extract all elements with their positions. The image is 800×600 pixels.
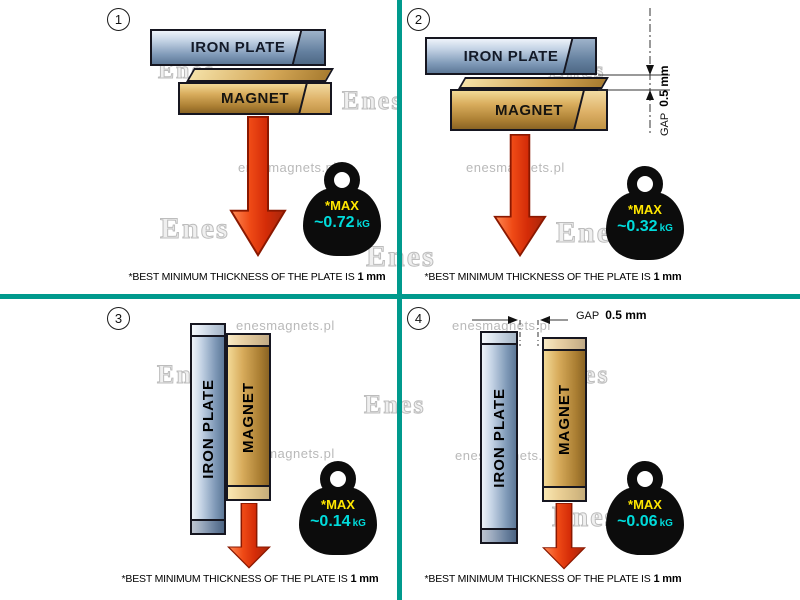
panel-1-number: 1 (107, 8, 130, 31)
iron-plate-bar: IRON PLATE (480, 331, 518, 544)
max-label: *MAX (325, 198, 359, 213)
enes-logo-watermark: Enes (363, 390, 426, 420)
panel-2-number: 2 (407, 8, 430, 31)
force-unit: kG (659, 518, 673, 529)
max-label: *MAX (628, 497, 662, 512)
iron-plate-bar: IRON PLATE (150, 29, 326, 66)
weight-body (299, 487, 377, 555)
magnet-bar: MAGNET (178, 82, 332, 115)
weight-body (303, 188, 381, 256)
gap-dimension-lines (598, 8, 670, 136)
watermark-site: enesmagnets.pl (452, 318, 551, 333)
watermark-site: enesmagnets.pl (236, 318, 335, 333)
pull-force-arrow (493, 134, 547, 258)
plate-end-face (290, 31, 324, 64)
force-unit: kG (356, 219, 370, 230)
magnet-bar: MAGNET (542, 337, 587, 502)
magnet-bar: MAGNET (450, 89, 608, 131)
gap-word: GAP (659, 112, 671, 136)
caption-bold: 1 mm (350, 573, 379, 585)
caption-text: *BEST MINIMUM THICKNESS OF THE PLATE IS (121, 573, 348, 585)
gap-dimension-label: GAP 0.5 mm (655, 65, 673, 136)
caption-bold: 1 mm (653, 271, 682, 283)
iron-plate-label: IRON PLATE (190, 39, 286, 56)
pull-force-arrow (541, 503, 587, 570)
caption-text: *BEST MINIMUM THICKNESS OF THE PLATE IS (424, 573, 651, 585)
horizontal-divider (0, 294, 800, 299)
panel-4-number: 4 (407, 307, 430, 330)
max-label: *MAX (321, 497, 355, 512)
iron-plate-label: IRON PLATE (463, 47, 559, 65)
force-unit: kG (352, 518, 366, 529)
weight-body (606, 192, 684, 260)
plate-top-face (192, 325, 224, 337)
gap-word: GAP (576, 310, 600, 322)
magnet-label: MAGNET (495, 101, 563, 119)
gap-value: 0.5 mm (657, 65, 671, 107)
magnet-label: MAGNET (221, 90, 289, 107)
pull-force-arrow (226, 503, 272, 569)
plate-bottom-face (192, 519, 224, 533)
weight-body (606, 487, 684, 555)
force-unit: kG (659, 223, 673, 234)
max-force-value: ~0.32 (617, 218, 658, 235)
magnet-bottom-face (544, 486, 585, 500)
max-label: *MAX (628, 202, 662, 217)
magnet-bottom-face (228, 485, 269, 499)
iron-plate-bar: IRON PLATE (425, 37, 597, 75)
caption-text: *BEST MINIMUM THICKNESS OF THE PLATE IS (424, 271, 651, 283)
magnet-label: MAGNET (556, 384, 573, 455)
magnet-top-face (458, 77, 609, 89)
plate-end-face (561, 39, 595, 73)
max-force-value: ~0.06 (617, 513, 658, 530)
gap-value: 0.5 mm (605, 308, 647, 322)
gap-dimension-label: GAP 0.5 mm (576, 306, 647, 324)
gap-dimension-lines (472, 316, 568, 346)
caption-text: *BEST MINIMUM THICKNESS OF THE PLATE IS (128, 271, 355, 283)
plate-top-face (482, 333, 516, 345)
magnet-bar: MAGNET (226, 333, 271, 501)
iron-plate-label: IRON PLATE (199, 379, 217, 479)
magnet-top-face (228, 335, 269, 347)
caption-bold: 1 mm (357, 271, 386, 283)
panel-3-number: 3 (107, 307, 130, 330)
iron-plate-label: IRON PLATE (490, 387, 508, 488)
plate-bottom-face (482, 528, 516, 542)
enes-logo-watermark: Enes (160, 212, 230, 246)
enes-logo-watermark: Enes (341, 86, 404, 116)
magnet-end-face (297, 84, 330, 113)
magnet-top-face (544, 339, 585, 351)
max-force-value: ~0.72 (314, 214, 355, 231)
magnet-top-face (186, 68, 335, 82)
caption-bold: 1 mm (653, 573, 682, 585)
pull-force-arrow (229, 116, 287, 258)
iron-plate-bar: IRON PLATE (190, 323, 226, 535)
max-force-value: ~0.14 (310, 513, 351, 530)
magnet-label: MAGNET (240, 381, 257, 453)
vertical-divider (397, 0, 402, 600)
